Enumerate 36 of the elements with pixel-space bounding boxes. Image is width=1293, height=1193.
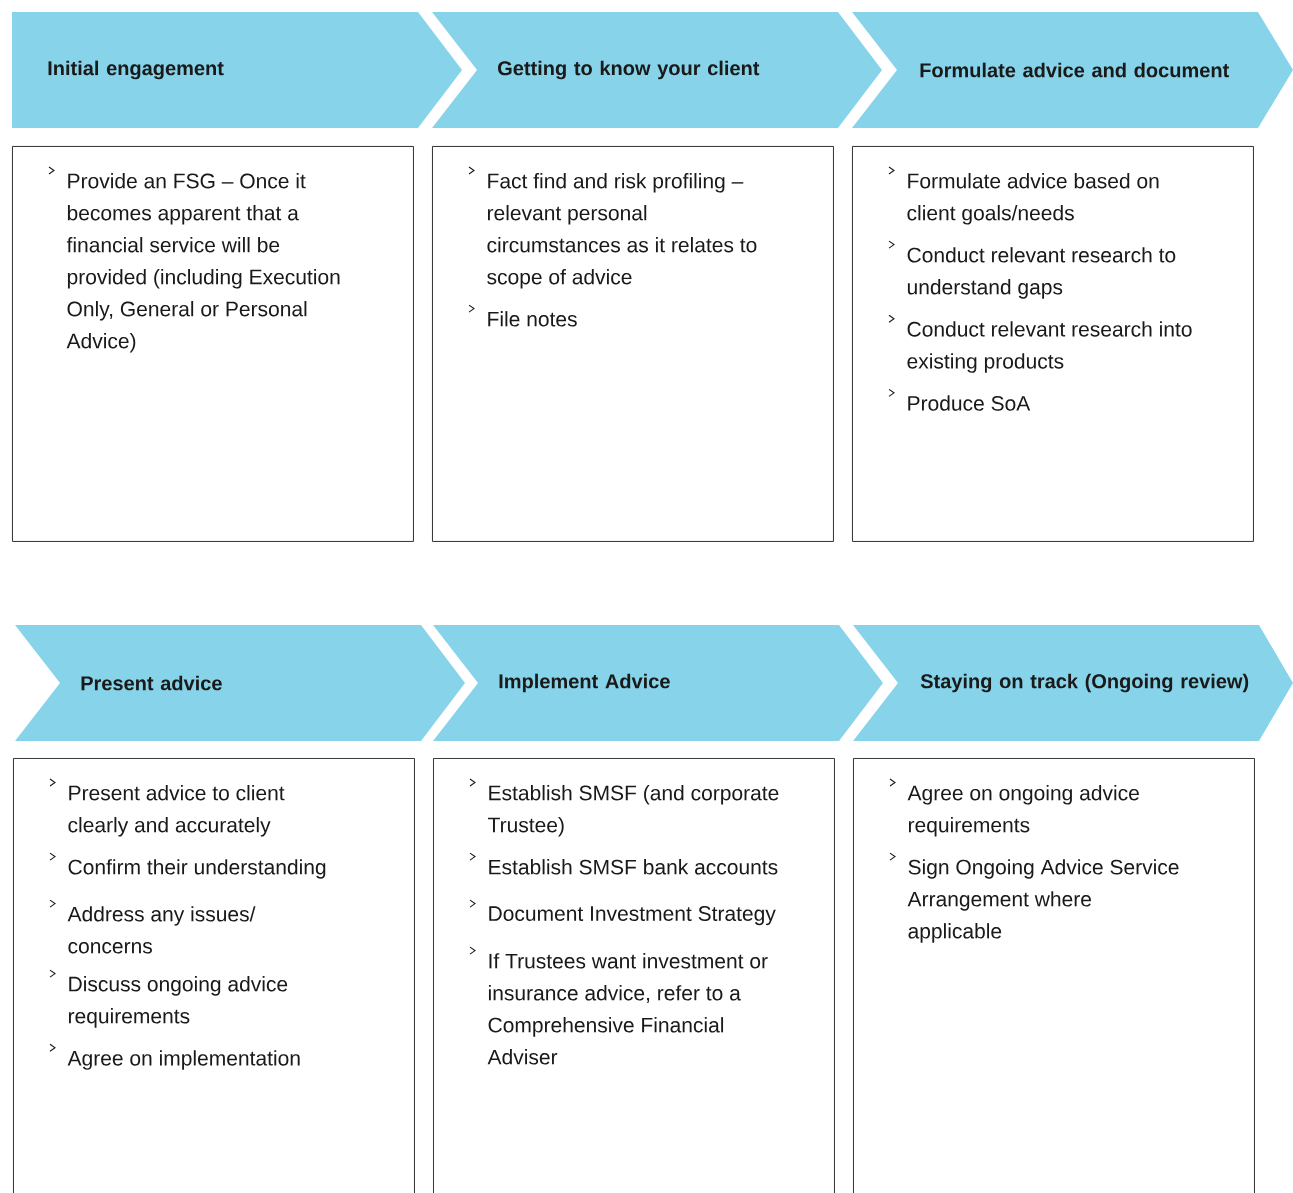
bullet-text: Confirm their understanding [68, 859, 326, 879]
bullet-text: Produce SoA [908, 395, 1031, 411]
node-label: Formulate advice and document [920, 62, 1229, 78]
list-box [433, 758, 835, 1193]
node-label: Present advice [81, 675, 222, 691]
bullet-text: Conduct relevant research to understand gaps [907, 247, 1176, 299]
list-box [432, 146, 834, 542]
list-box [852, 146, 1254, 542]
bullet-text: Document Investment Strategy [489, 906, 776, 926]
bullet-text: Address any issues/ concerns [67, 906, 256, 954]
bullet-text: Agree on implementation [67, 1050, 300, 1070]
node-label: Initial engagement [48, 60, 224, 80]
bullet-text: Formulate advice based on client goals/needs [907, 173, 1159, 225]
list-box [13, 758, 415, 1193]
chevron-banner: Implement Advice [433, 625, 883, 741]
list-box [853, 758, 1255, 1193]
list-box [12, 146, 414, 542]
bullet-text: Conduct relevant research into existing products [907, 321, 1192, 373]
bullet-text: Provide an FSG – Once it becomes apparent that a financial service will be provided (including Execution Only, General or Personal Advice) [66, 173, 340, 353]
bullet-text: Discuss ongoing advice requirements [68, 976, 288, 1028]
node-label: Getting to know your client [498, 60, 760, 80]
bullet-text: File notes [488, 311, 577, 327]
node-label: Implement Advice [499, 673, 670, 693]
bullet-text: Agree on ongoing advice requirements [907, 785, 1139, 837]
bullet-text: Present advice to client clearly and accurately [68, 785, 285, 837]
chevron-banner: Present advice [15, 625, 465, 741]
bullet-text: Fact find and risk profiling – relevant personal circumstances as it relates to scope of advice [487, 173, 757, 289]
bullet-text: If Trustees want investment or insurance advice, refer to a Comprehensive Financial Adviser [487, 953, 768, 1065]
chevron-banner: Getting to know your client [432, 12, 882, 128]
chevron-banner: Formulate advice and document [852, 12, 1293, 128]
bullet-text: Sign Ongoing Advice Service Arrangement where applicable [907, 859, 1179, 943]
bullet-text: Establish SMSF (and corporate Trustee) [488, 785, 779, 837]
chevron-banner: Staying on track (Ongoing review) [853, 625, 1293, 741]
node-label: Staying on track (Ongoing review) [920, 673, 1249, 693]
bullet-text: Establish SMSF bank accounts [489, 859, 778, 875]
chevron-banner: Initial engagement [12, 12, 462, 128]
